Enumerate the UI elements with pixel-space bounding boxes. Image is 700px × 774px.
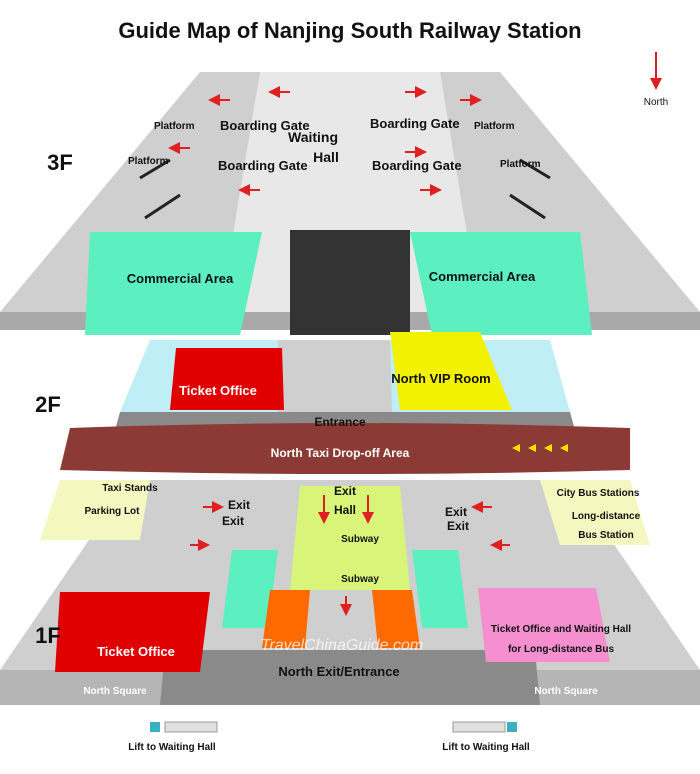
vip-room (390, 332, 512, 410)
north-label: North (644, 97, 668, 108)
commercial-1f-east (412, 550, 468, 628)
waiting-label-1: Waiting (288, 129, 338, 145)
platform-ne: Platform (474, 121, 515, 132)
ticket-office-2f (170, 348, 284, 410)
north-exit-entrance-area (160, 650, 540, 705)
north-exit-entrance-label: North Exit/Entrance (278, 664, 399, 679)
taxi-band (60, 423, 630, 474)
lift-legend-east-label: Lift to Waiting Hall (442, 742, 530, 753)
waiting-label-2: Hall (313, 149, 339, 165)
north-square-west: North Square (83, 686, 147, 697)
watermark: TravelChinaGuide.com (261, 637, 423, 654)
floor-label-1f: 1F (35, 623, 61, 648)
taxi-dropoff-label: North Taxi Drop-off Area (271, 446, 410, 460)
floor-3f (0, 72, 700, 335)
exit-se: Exit (447, 519, 469, 533)
subway-label-2: Subway (341, 574, 379, 585)
platform-sw: Platform (128, 156, 169, 167)
seating-grid (290, 230, 410, 335)
commercial-area-west (85, 232, 262, 335)
exit-nw: Exit (228, 498, 250, 512)
orange-area-east (372, 590, 420, 648)
boarding-gate-se: Boarding Gate (372, 158, 462, 173)
longbus-ticket-label-1: Ticket Office and Waiting Hall (491, 624, 631, 635)
lift-legend-west (150, 721, 218, 733)
ticket-office-2f-label: Ticket Office (179, 383, 257, 398)
lift-legend-east (452, 721, 517, 733)
floor-label-2f: 2F (35, 392, 61, 417)
floor-label-3f: 3F (47, 150, 73, 175)
long-distance-bus-label-2: Bus Station (578, 530, 634, 541)
parking-lot-label: Parking Lot (84, 506, 140, 517)
bus-stations-area (540, 480, 650, 545)
commercial-1f-west (222, 550, 278, 628)
vip-room-label: North VIP Room (391, 371, 490, 386)
exit-sw: Exit (222, 514, 244, 528)
boarding-gate-nw: Boarding Gate (220, 118, 310, 133)
city-bus-label: City Bus Stations (557, 488, 640, 499)
floor-2f (60, 332, 630, 474)
longbus-ticket-label-2: for Long-distance Bus (508, 644, 615, 655)
ticket-office-1f-label: Ticket Office (97, 644, 175, 659)
commercial-area-east (410, 232, 592, 335)
ticket-office-1f (55, 592, 210, 672)
platform-se: Platform (500, 159, 541, 170)
parking-lot-area (40, 480, 150, 540)
floor-1f (0, 480, 700, 705)
long-distance-bus-label-1: Long-distance (572, 511, 641, 522)
exit-ne: Exit (445, 505, 467, 519)
commercial-area-east-label: Commercial Area (429, 269, 536, 284)
lift-legend-west-label: Lift to Waiting Hall (128, 742, 216, 753)
north-square-east: North Square (534, 686, 598, 697)
subway-label-1: Subway (341, 534, 379, 545)
exit-hall-label-1: Exit (334, 484, 356, 498)
commercial-area-west-label: Commercial Area (127, 271, 234, 286)
boarding-gate-ne: Boarding Gate (370, 116, 460, 131)
platform-nw: Platform (154, 121, 195, 132)
boarding-gate-sw: Boarding Gate (218, 158, 308, 173)
taxi-stands-label: Taxi Stands (102, 483, 158, 494)
exit-hall-label-2: Hall (334, 503, 356, 517)
map-title: Guide Map of Nanjing South Railway Stati… (118, 18, 582, 43)
entrance-label: Entrance (314, 415, 366, 429)
longbus-ticket-hall (478, 588, 610, 662)
orange-area-west (262, 590, 310, 648)
